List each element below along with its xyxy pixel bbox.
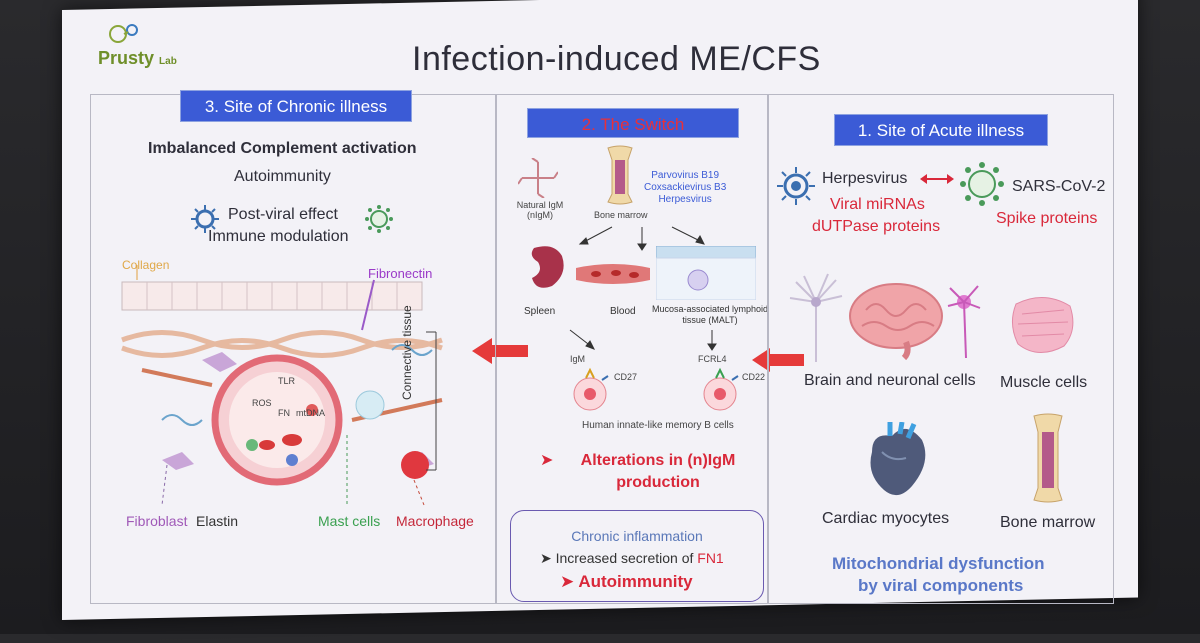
switch-arrows bbox=[569, 226, 717, 351]
logo-molecule-icon bbox=[109, 24, 138, 43]
chronic-line2: Autoimmunity bbox=[234, 168, 331, 185]
acute-bone-marrow-icon bbox=[1033, 413, 1063, 503]
brain-icon bbox=[849, 283, 943, 360]
alterations-bullet: ➤ bbox=[540, 452, 554, 469]
fn1-text: FN1 bbox=[697, 550, 724, 566]
macrophage-label: Macrophage bbox=[396, 513, 474, 529]
secretion-bullet: ➤ bbox=[540, 550, 556, 566]
double-arrow-icon bbox=[920, 174, 954, 184]
heart-icon bbox=[870, 422, 926, 496]
fibroblast-label: Fibroblast bbox=[126, 513, 188, 529]
spleen-icon bbox=[531, 246, 564, 288]
viral-mirnas-label: Viral miRNAs bbox=[830, 196, 925, 213]
mito-line-2: by viral components bbox=[858, 576, 1024, 595]
acute-sars-icon bbox=[960, 162, 1004, 206]
acute-bone-marrow-label: Bone marrow bbox=[1000, 514, 1096, 531]
b-cell-fcrl4-icon bbox=[703, 367, 739, 411]
blood-vessel-icon bbox=[576, 264, 650, 284]
blood-label: Blood bbox=[610, 306, 636, 317]
natural-igm-label: Natural IgM (nIgM) bbox=[516, 200, 564, 220]
virus-coxsackievirus: Coxsackievirus B3 bbox=[644, 182, 727, 193]
muscle-icon bbox=[1012, 297, 1074, 353]
neuron-icon bbox=[789, 273, 843, 362]
fcrl4-label: FCRL4 bbox=[698, 354, 727, 364]
increased-secretion-row: ➤ Increased secretion of FN1 bbox=[540, 550, 724, 567]
fibronectin-label: Fibronectin bbox=[368, 266, 433, 281]
chronic-inflammation-text: Chronic inflammation bbox=[571, 528, 703, 544]
acute-header: 1. Site of Acute illness bbox=[834, 114, 1048, 146]
autoimmunity-bullet: ➤ bbox=[560, 572, 579, 591]
bone-marrow-icon bbox=[607, 145, 633, 205]
alterations-text: Alterations in (n)IgM production bbox=[580, 452, 736, 491]
mito-line-1: Mitochondrial dysfunction bbox=[832, 554, 1045, 573]
autoimmunity-text: Autoimmunity bbox=[578, 572, 693, 591]
logo-small: Lab bbox=[159, 56, 177, 67]
ros-label: ROS bbox=[252, 398, 272, 408]
switch-header: 2. The Switch bbox=[527, 108, 739, 138]
connective-tissue-illustration bbox=[121, 265, 443, 506]
presentation-slide: Prusty Lab Infection-induced ME/CFS 3. S… bbox=[62, 0, 1138, 621]
b-cell-igm-icon bbox=[573, 367, 609, 411]
virus-parvovirus: Parvovirus B19 bbox=[651, 170, 720, 181]
igm-label: IgM bbox=[570, 354, 586, 364]
connective-tissue-label: Connective tissue bbox=[400, 305, 414, 400]
muscle-label: Muscle cells bbox=[1000, 374, 1088, 391]
mast-cells-label: Mast cells bbox=[318, 513, 381, 529]
chronic-line3: Post-viral effect bbox=[228, 206, 338, 223]
logo-word: Prusty bbox=[98, 48, 155, 68]
collagen-label: Collagen bbox=[122, 258, 170, 272]
bone-marrow-label: Bone marrow bbox=[594, 210, 648, 220]
dutpase-label: dUTPase proteins bbox=[812, 218, 941, 235]
virus-herpesvirus: Herpesvirus bbox=[658, 194, 712, 205]
natural-igm-icon bbox=[518, 158, 558, 198]
malt-label: Mucosa-associated lymphoid tissue (MALT) bbox=[651, 304, 769, 325]
sars-cov-2-icon bbox=[365, 205, 393, 233]
autoimmunity-row: ➤ Autoimmunity bbox=[560, 572, 693, 592]
arrow-left-chronic bbox=[472, 338, 528, 364]
spleen-label: Spleen bbox=[524, 306, 556, 317]
virus-list: Parvovirus B19 Coxsackievirus B3 Herpesv… bbox=[644, 170, 726, 206]
mast-cell bbox=[355, 390, 385, 420]
b-cells-label: Human innate-like memory B cells bbox=[582, 420, 734, 431]
chronic-line4: Immune modulation bbox=[208, 228, 349, 245]
acute-herpesvirus-icon bbox=[777, 167, 815, 205]
macrophage-cell bbox=[401, 451, 429, 479]
malt-icon bbox=[656, 246, 756, 300]
acute-herpesvirus-label: Herpesvirus bbox=[822, 170, 908, 187]
herpesvirus-icon bbox=[191, 205, 219, 233]
slide-title: Infection-induced ME/CFS bbox=[412, 40, 821, 78]
chronic-header: 3. Site of Chronic illness bbox=[180, 90, 412, 122]
acute-sars-label: SARS-CoV-2 bbox=[1012, 178, 1106, 195]
neuronal-cell-icon bbox=[947, 285, 981, 359]
arrow-left-acute bbox=[752, 348, 804, 372]
brain-label: Brain and neuronal cells bbox=[804, 372, 976, 389]
cd27-label: CD27 bbox=[614, 372, 638, 382]
cd22-label: CD22 bbox=[742, 372, 766, 382]
spike-label: Spike proteins bbox=[996, 210, 1098, 227]
elastin-label: Elastin bbox=[196, 513, 239, 529]
increased-secretion-text: Increased secretion of bbox=[555, 550, 694, 566]
fn-label: FN bbox=[278, 408, 290, 418]
tlr-label: TLR bbox=[278, 376, 296, 386]
prusty-lab-logo bbox=[98, 20, 158, 55]
mtdna-label: mtDNA bbox=[296, 408, 325, 418]
chronic-line1: Imbalanced Complement activation bbox=[148, 140, 417, 157]
cardiac-label: Cardiac myocytes bbox=[822, 509, 950, 527]
